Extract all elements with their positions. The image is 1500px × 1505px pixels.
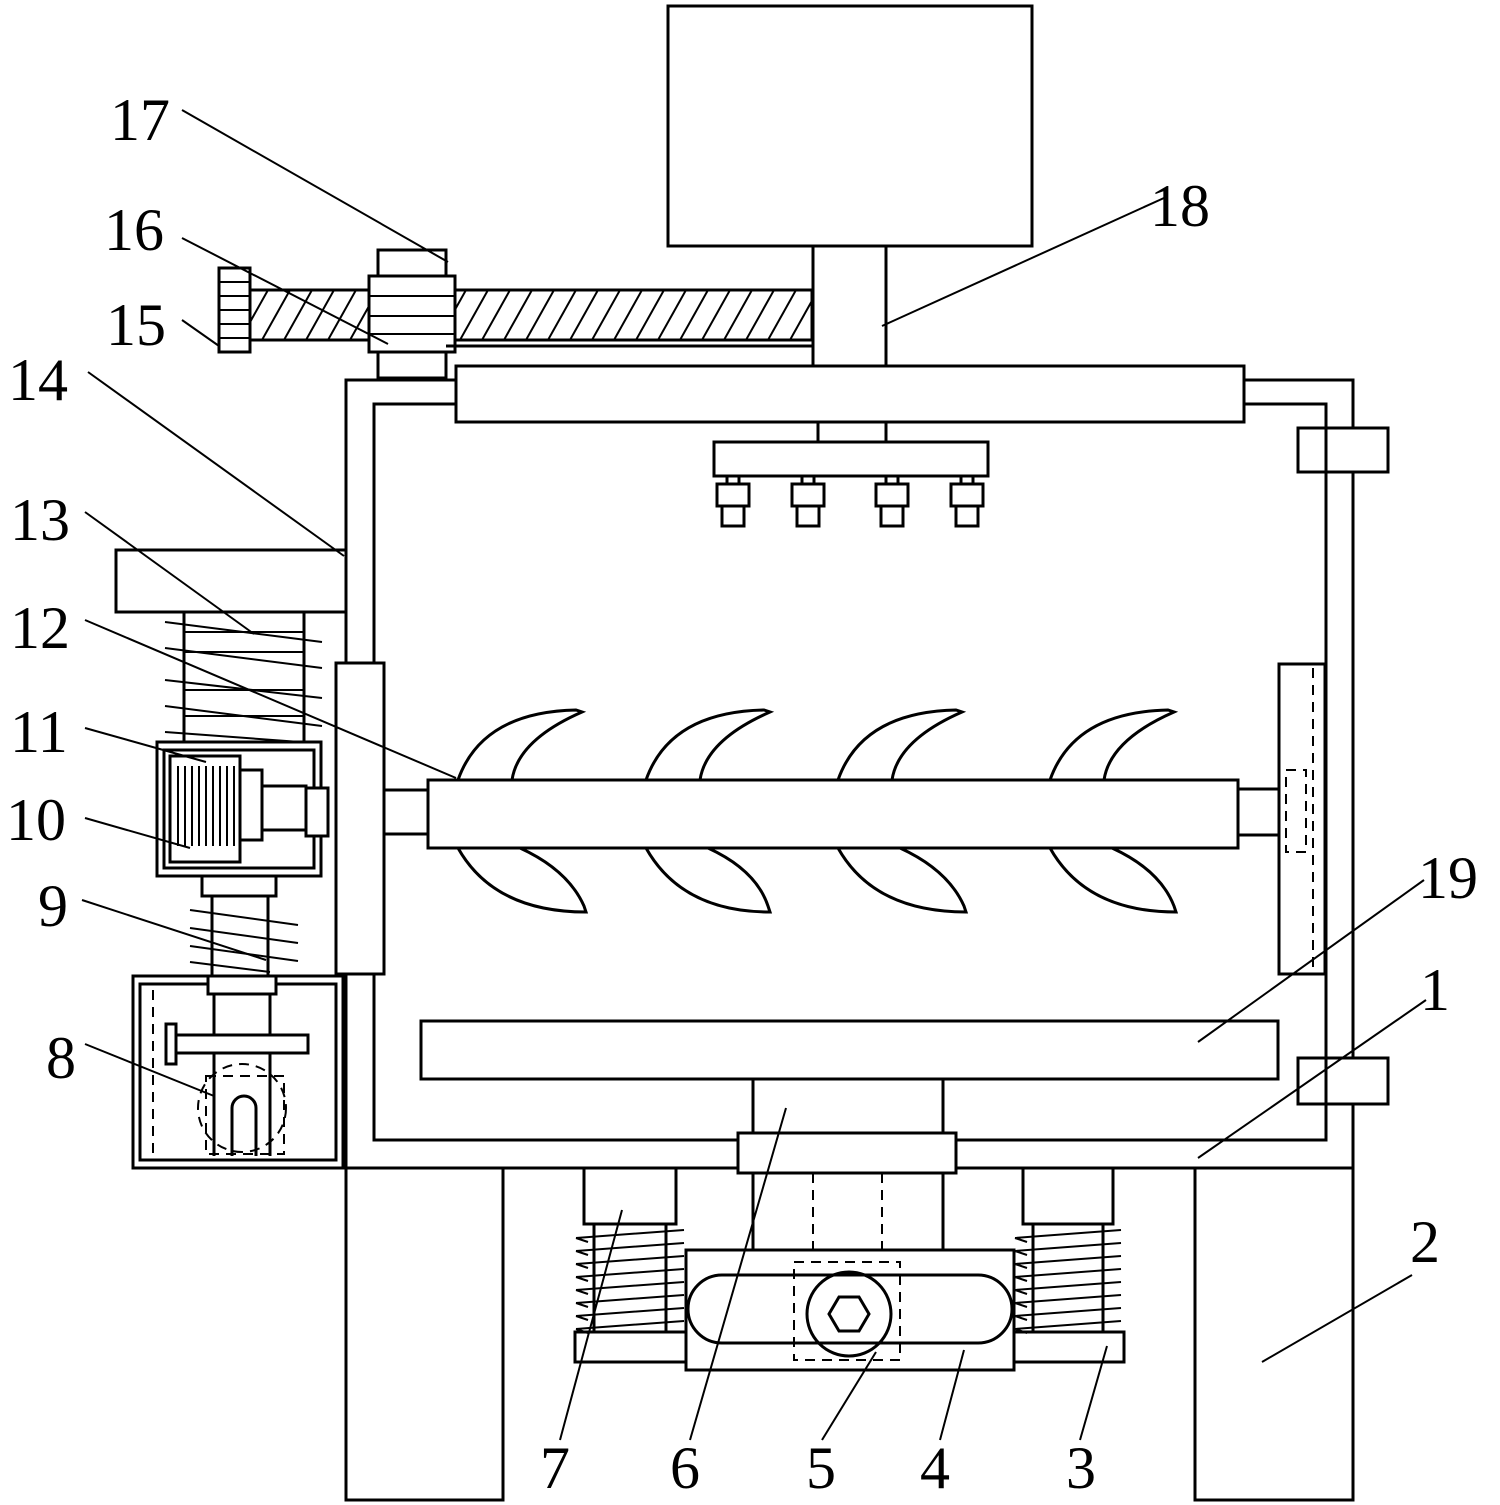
label-2: 2 xyxy=(1410,1209,1440,1275)
screw-thread xyxy=(261,290,291,340)
spring-coil xyxy=(575,1281,685,1295)
stirring-blade xyxy=(455,708,587,782)
spring-coil xyxy=(1014,1255,1122,1269)
nozzle xyxy=(874,482,910,508)
screw-thread xyxy=(481,290,511,340)
screw-thread xyxy=(327,290,357,340)
label-6: 6 xyxy=(670,1435,700,1501)
vibration-assembly xyxy=(573,1166,1126,1372)
stirring-blade xyxy=(1047,708,1179,782)
nozzle-tip xyxy=(879,504,905,528)
nozzle xyxy=(790,482,826,508)
spring-coil xyxy=(575,1294,685,1308)
screw-thread xyxy=(250,290,269,325)
label-14: 14 xyxy=(8,347,68,413)
screw-thread xyxy=(459,290,489,340)
label-8: 8 xyxy=(46,1025,76,1091)
spray-assembly xyxy=(454,364,1246,528)
spring-housing xyxy=(592,1222,668,1334)
spring-coil xyxy=(1014,1242,1122,1256)
nozzle xyxy=(949,482,985,508)
label-1: 1 xyxy=(1420,957,1450,1023)
screw-thread xyxy=(723,290,753,340)
stirring-blade xyxy=(643,846,773,914)
spring-coil xyxy=(1014,1268,1122,1282)
spring-coil xyxy=(575,1242,685,1256)
spring-coil xyxy=(575,1255,685,1269)
screw-thread xyxy=(679,290,709,340)
spring-coil xyxy=(1014,1320,1122,1334)
label-15: 15 xyxy=(106,292,166,358)
screw-thread xyxy=(613,290,643,340)
top-motor-assembly xyxy=(666,4,1034,368)
screw-thread xyxy=(503,290,533,340)
left-side-assembly xyxy=(114,548,348,1170)
label-19: 19 xyxy=(1418,845,1478,911)
spring-coil xyxy=(1014,1307,1122,1321)
screw-thread xyxy=(569,290,599,340)
leader-lines xyxy=(81,109,1427,1441)
spring-coil xyxy=(1014,1229,1122,1243)
screw-thread xyxy=(305,290,335,340)
screw-thread xyxy=(745,290,775,340)
nozzle xyxy=(715,482,751,508)
label-17: 17 xyxy=(110,87,170,153)
part-numbers: 17 16 15 14 13 12 11 10 9 8 18 19 1 2 3 … xyxy=(6,87,1478,1501)
label-11: 11 xyxy=(10,699,68,765)
spring-coil xyxy=(575,1268,685,1282)
lead-screw-assembly xyxy=(217,248,814,380)
label-7: 7 xyxy=(540,1435,570,1501)
label-9: 9 xyxy=(38,873,68,939)
label-5: 5 xyxy=(806,1435,836,1501)
label-12: 12 xyxy=(10,595,70,661)
stirring-assembly xyxy=(334,661,1327,976)
stirring-blade xyxy=(1047,846,1179,914)
screw-thread xyxy=(767,290,797,340)
stirring-blade xyxy=(643,708,775,782)
bottom-plate-and-pipe xyxy=(419,1019,1280,1258)
screw-thread xyxy=(789,298,812,340)
label-18: 18 xyxy=(1150,173,1210,239)
screw-thread xyxy=(283,290,313,340)
label-13: 13 xyxy=(10,487,70,553)
screw-thread xyxy=(525,290,555,340)
stirring-blade xyxy=(835,846,969,914)
screw-thread xyxy=(657,290,687,340)
spring-coil xyxy=(1014,1281,1122,1295)
stirring-blade xyxy=(835,708,967,782)
label-16: 16 xyxy=(104,197,164,263)
label-10: 10 xyxy=(6,787,66,853)
legs xyxy=(344,1166,1355,1502)
spring-coil xyxy=(1014,1294,1122,1308)
screw-thread xyxy=(591,290,621,340)
label-4: 4 xyxy=(920,1435,950,1501)
nozzle-tip xyxy=(720,504,746,528)
screw-thread xyxy=(547,290,577,340)
label-3: 3 xyxy=(1066,1435,1096,1501)
spring-coil xyxy=(575,1320,685,1334)
spring-coil xyxy=(575,1229,685,1243)
spring-housing xyxy=(1031,1222,1105,1334)
nozzle-tip xyxy=(795,504,821,528)
nozzle-tip xyxy=(954,504,980,528)
stirring-blade xyxy=(455,846,589,914)
screw-thread xyxy=(635,290,665,340)
screw-thread xyxy=(701,290,731,340)
